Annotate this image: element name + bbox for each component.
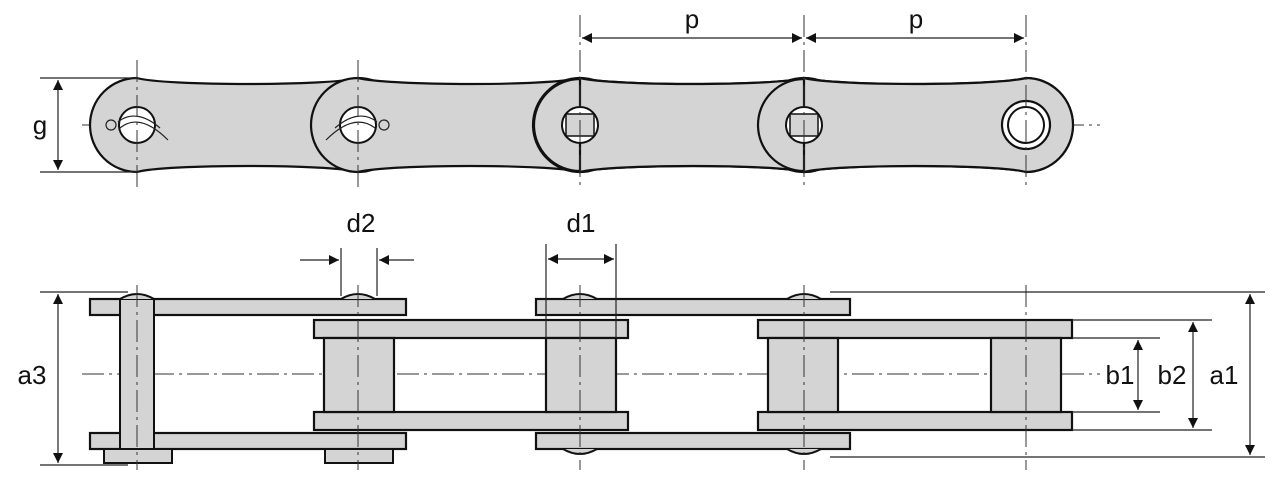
total-width-label: a1 — [1210, 360, 1239, 390]
pitch-label-1: p — [685, 4, 699, 34]
roller-1 — [322, 336, 396, 414]
plate-height-label: g — [33, 110, 47, 140]
pin-diameter-label: d2 — [347, 208, 376, 238]
inner-width-label: b1 — [1106, 360, 1135, 390]
outer-plate-bottom-2 — [534, 431, 852, 451]
chain-side-view: p p g — [33, 4, 1100, 190]
inner-plate-bottom-1 — [312, 410, 630, 432]
pitch-label-2: p — [909, 4, 923, 34]
roller-3 — [766, 336, 840, 414]
outer-plate-top-1 — [88, 297, 408, 317]
roller-2 — [544, 336, 618, 414]
link-plate-4-front — [802, 76, 1075, 174]
chain-top-view: d2 d1 a3 b1 b2 a1 — [18, 208, 1265, 470]
inner-plate-bottom-2 — [756, 410, 1074, 432]
roller-diameter-label: d1 — [567, 208, 596, 238]
pin-2-head-bottom — [324, 448, 394, 464]
outer-plate-bottom-1 — [88, 431, 408, 451]
inner-plate-top-2 — [756, 318, 1074, 340]
overall-width-label: a3 — [18, 360, 47, 390]
inner-plate-top-1 — [312, 318, 630, 340]
inner-outer-width-label: b2 — [1158, 360, 1187, 390]
pin-left-head-bottom — [103, 448, 173, 464]
outer-plate-top-2 — [534, 297, 852, 317]
